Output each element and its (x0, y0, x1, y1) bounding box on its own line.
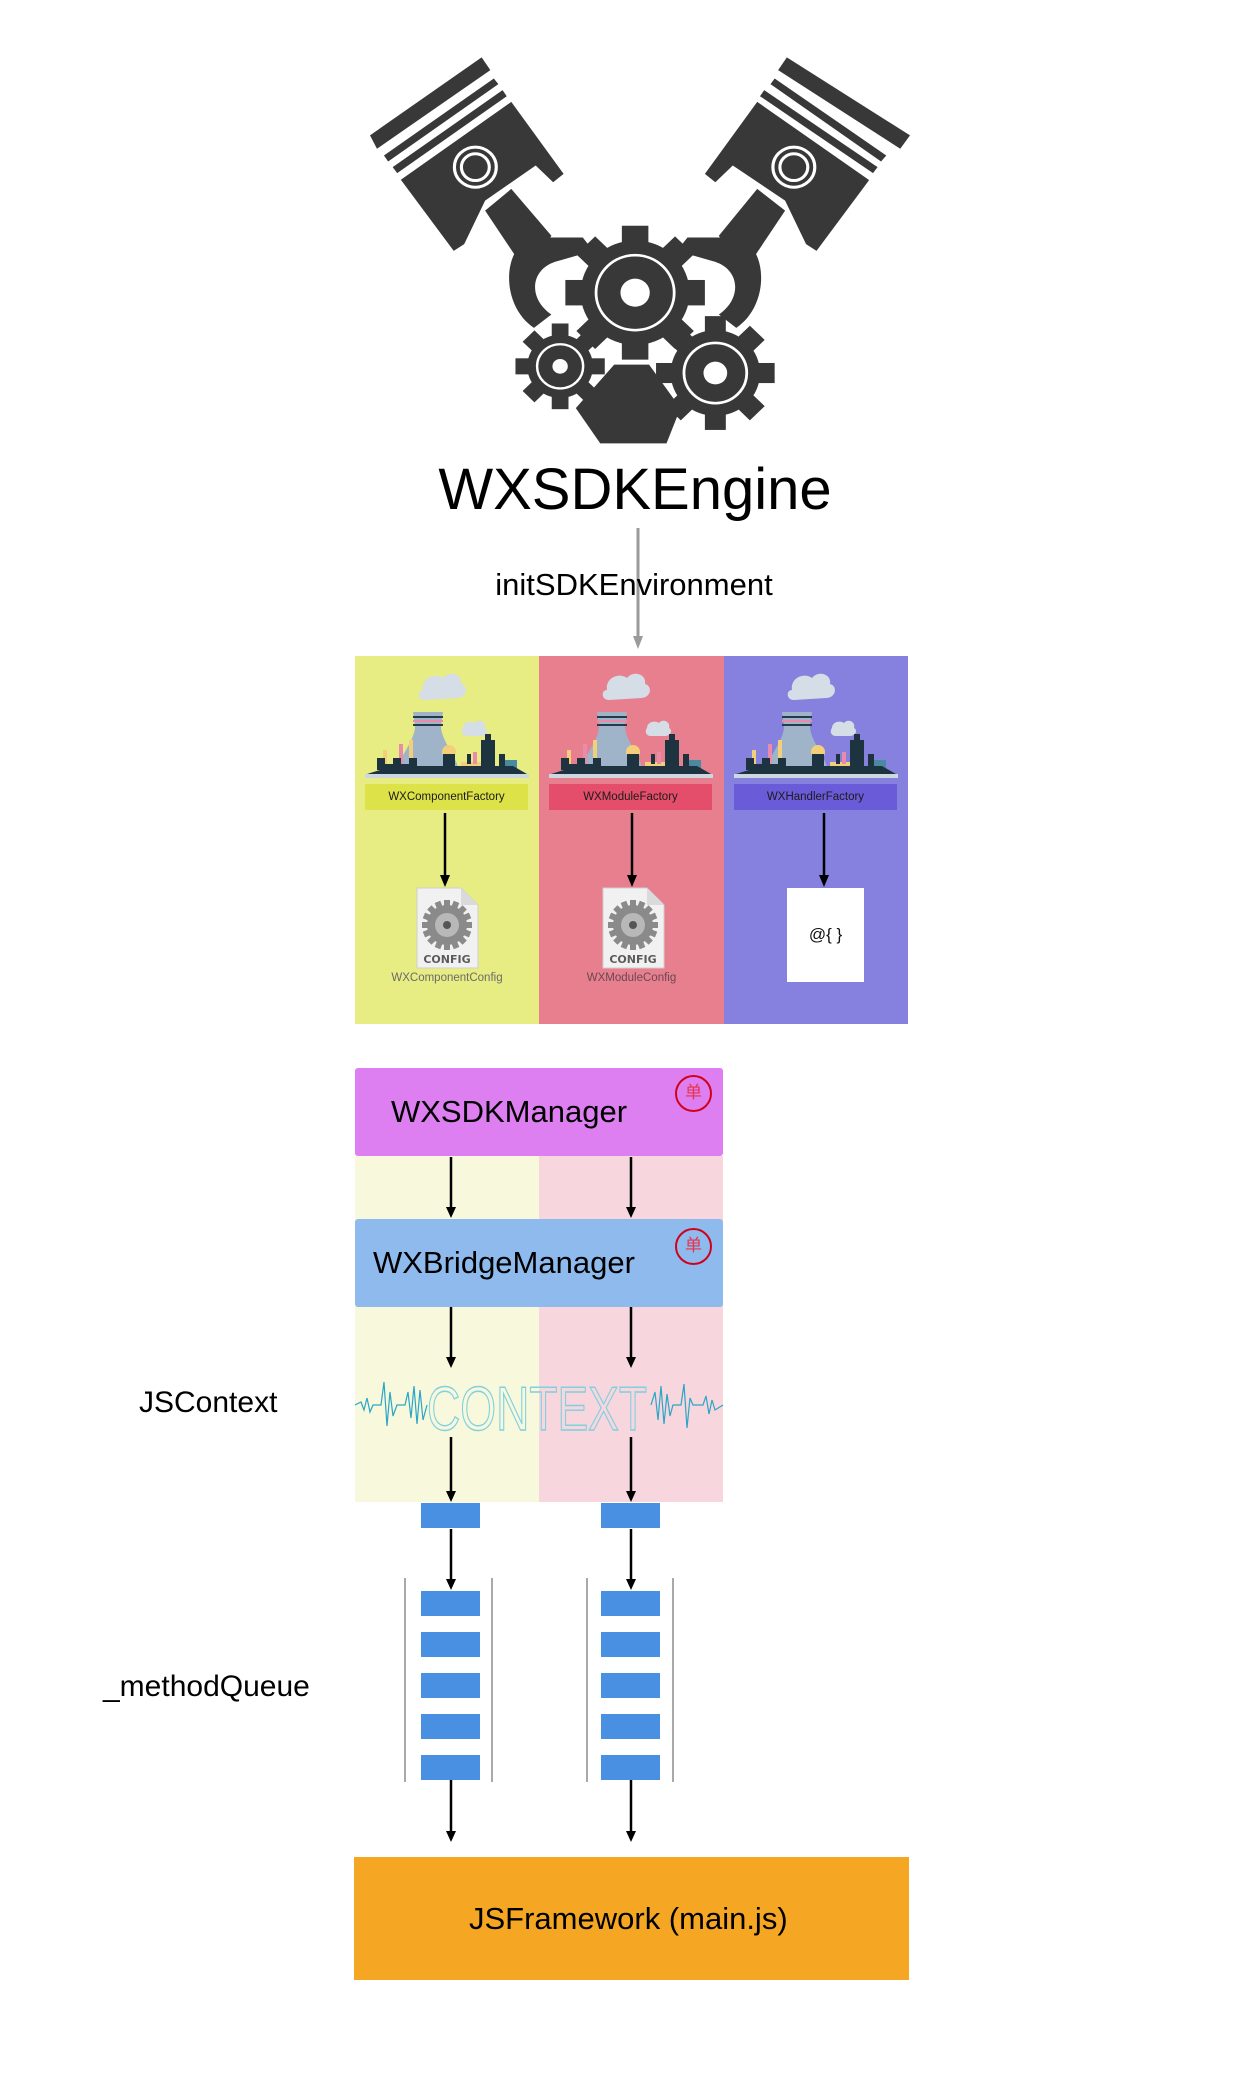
module-factory-column: WXModuleFactory CONFIG WXModuleConfig (539, 656, 724, 1024)
flow-arrow (445, 1307, 457, 1368)
jsframework-box: JSFramework (main.js) (354, 1857, 909, 1980)
flow-arrow (445, 1779, 457, 1842)
queue-entry-box (601, 1503, 660, 1528)
flow-arrow (625, 1529, 637, 1590)
svg-text:CONFIG: CONFIG (423, 953, 470, 966)
factory-arrow (626, 813, 638, 887)
queue-rail-left (586, 1578, 588, 1782)
queue-item (421, 1714, 480, 1739)
queue-rail-right (491, 1578, 493, 1782)
component-factory-label: WXComponentFactory (365, 784, 528, 810)
queue-item (421, 1632, 480, 1657)
queue-item (601, 1632, 660, 1657)
flow-arrow (445, 1157, 457, 1218)
context-art-text: CONTEXT (427, 1375, 647, 1444)
factory-illustration-icon (363, 670, 531, 782)
queue-entry-box (421, 1503, 480, 1528)
flow-arrow (625, 1779, 637, 1842)
jscontext-label: JSContext (139, 1386, 278, 1419)
singleton-badge: 单 (675, 1075, 712, 1112)
svg-text:CONFIG: CONFIG (609, 953, 656, 966)
engine-title: WXSDKEngine (438, 457, 832, 522)
singleton-badge: 单 (675, 1228, 712, 1265)
queue-rail-right (672, 1578, 674, 1782)
queue-item (601, 1591, 660, 1616)
handler-factory-column: WXHandlerFactory @{ } (724, 656, 908, 1024)
jsframework-label: JSFramework (main.js) (469, 1901, 788, 1936)
component-config-label: WXComponentConfig (391, 972, 503, 984)
queue-item (601, 1755, 660, 1780)
queue-item (421, 1755, 480, 1780)
queue-item (601, 1673, 660, 1698)
engine-icon (370, 50, 910, 445)
wxsdkmanager-label: WXSDKManager (391, 1094, 628, 1129)
flow-arrow (445, 1437, 457, 1502)
flow-arrow (445, 1529, 457, 1590)
queue-item (601, 1714, 660, 1739)
context-waveform-icon: CONTEXT (354, 1372, 724, 1445)
module-factory-label: WXModuleFactory (549, 784, 712, 810)
flow-arrow (625, 1157, 637, 1218)
queue-item (421, 1591, 480, 1616)
wxbridgemanager-box: WXBridgeManager 单 (355, 1219, 723, 1307)
config-file-icon: CONFIG (415, 887, 479, 969)
queue-item (421, 1673, 480, 1698)
wxsdkmanager-box: WXSDKManager 单 (355, 1068, 723, 1156)
flow-arrow (625, 1307, 637, 1368)
component-factory-column: WXComponentFactory CONFIG WXComponentCon… (355, 656, 539, 1024)
factory-illustration-icon (547, 670, 715, 782)
flow-arrow (625, 1437, 637, 1502)
init-arrow (632, 528, 644, 650)
wxbridgemanager-label: WXBridgeManager (373, 1245, 635, 1280)
lane-left-background (355, 1156, 539, 1502)
queue-rail-left (404, 1578, 406, 1782)
factory-arrow (439, 813, 451, 887)
factory-arrow (818, 813, 830, 887)
factory-illustration-icon (732, 670, 900, 782)
handler-factory-label: WXHandlerFactory (734, 784, 897, 810)
module-config-label: WXModuleConfig (586, 972, 677, 984)
init-sdk-environment-label: initSDKEnvironment (495, 567, 773, 602)
config-file-icon: CONFIG (601, 887, 665, 969)
method-queue-label: _methodQueue (103, 1670, 310, 1703)
handler-dictionary-box: @{ } (787, 888, 864, 982)
